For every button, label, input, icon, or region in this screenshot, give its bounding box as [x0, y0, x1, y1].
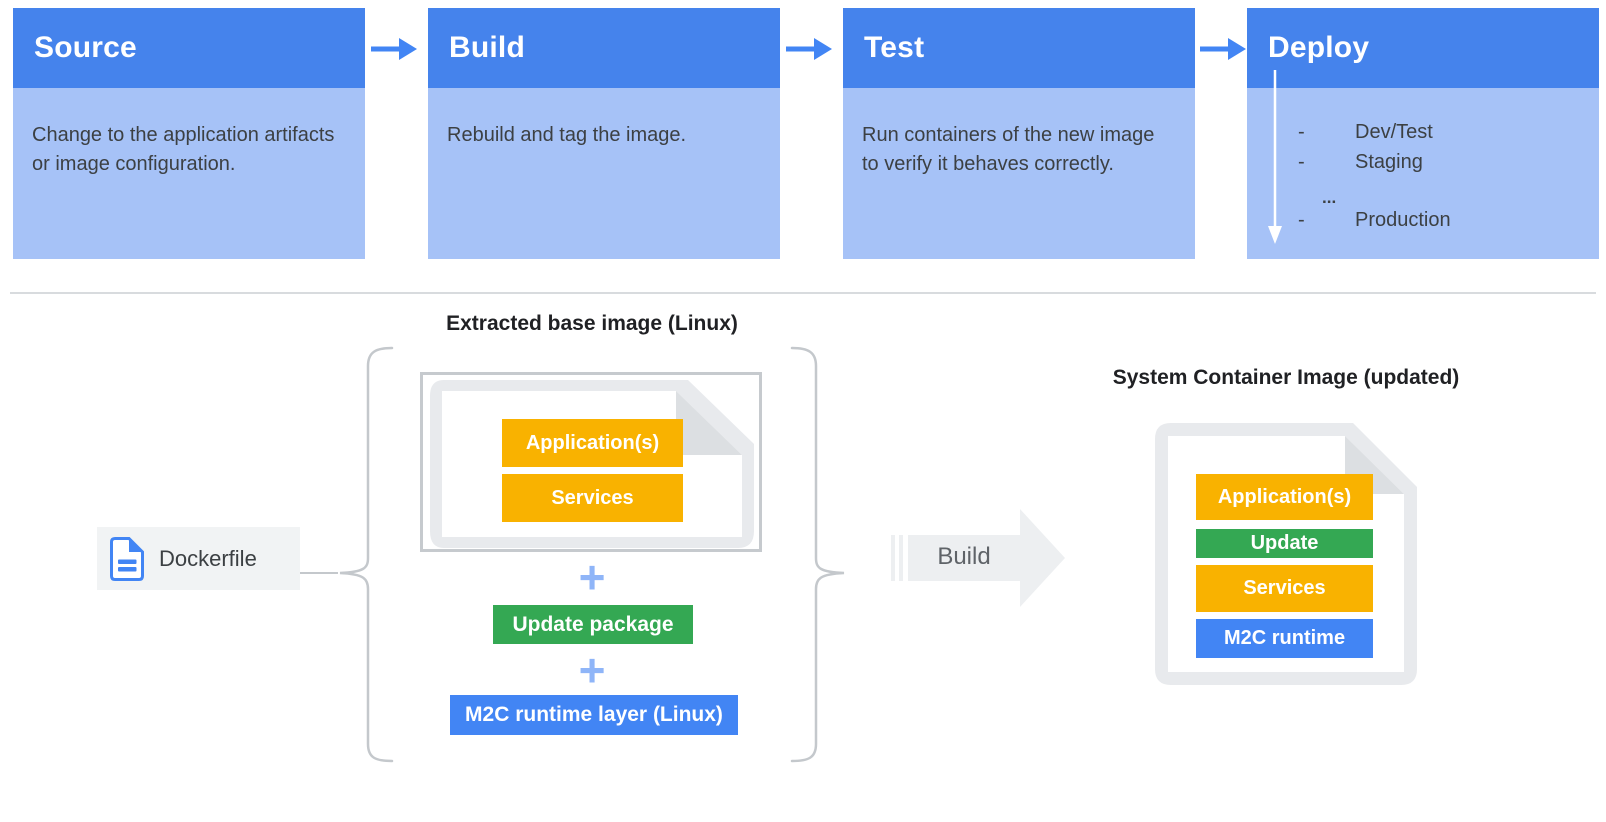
flow-arrow-icon	[371, 38, 417, 60]
stage-title: Build	[449, 31, 525, 64]
deploy-sequence-arrow-icon	[1268, 70, 1282, 244]
stage-description: Change to the application artifacts or i…	[32, 124, 335, 175]
m2c-runtime-layer: M2C runtime layer (Linux)	[450, 695, 738, 735]
dockerfile-document-icon	[110, 536, 144, 581]
stage-deploy: Deploy - Dev/Test - Staging ... - Productio…	[1247, 8, 1599, 259]
dockerfile-label: Dockerfile	[159, 545, 257, 571]
stage-title: Test	[864, 31, 925, 64]
stage-title: Source	[34, 31, 137, 64]
list-bullet: -	[1298, 151, 1305, 173]
system-layer-applications: Application(s)	[1196, 474, 1373, 520]
update-package-layer: Update package	[493, 605, 693, 644]
plus-icon: +	[578, 644, 606, 696]
deploy-env-label: ...	[1322, 188, 1337, 207]
flow-arrow-icon	[1200, 38, 1246, 60]
deploy-env-item: - Production	[1298, 209, 1451, 232]
plus-icon: +	[578, 551, 606, 603]
stage-source: Source Change to the application artifac…	[13, 8, 365, 259]
deploy-env-item: ...	[1298, 188, 1336, 208]
stage-build: Build Rebuild and tag the image.	[428, 8, 780, 259]
stage-source-header: Source	[13, 8, 365, 88]
stage-test: Test Run containers of the new image to …	[843, 8, 1195, 259]
stage-test-header: Test	[843, 8, 1195, 88]
system-image-title: System Container Image (updated)	[1112, 366, 1460, 389]
system-layer-m2c-runtime: M2C runtime	[1196, 619, 1373, 658]
stage-test-body: Run containers of the new image to verif…	[843, 88, 1195, 259]
system-layer-update: Update	[1196, 529, 1373, 558]
layer-services: Services	[502, 474, 683, 522]
section-divider	[10, 292, 1596, 294]
system-layer-services: Services	[1196, 565, 1373, 612]
connector-line	[300, 572, 338, 574]
stage-build-header: Build	[428, 8, 780, 88]
stage-description: Run containers of the new image to verif…	[862, 124, 1155, 175]
stage-deploy-header: Deploy	[1247, 8, 1599, 88]
stage-build-body: Rebuild and tag the image.	[428, 88, 780, 259]
build-arrow-label: Build	[937, 543, 991, 570]
list-bullet: -	[1298, 121, 1305, 143]
right-brace-icon	[790, 346, 845, 763]
deploy-env-label: Staging	[1355, 151, 1423, 173]
stage-description: Rebuild and tag the image.	[447, 124, 687, 146]
stage-deploy-body	[1247, 88, 1599, 259]
stage-source-body: Change to the application artifacts or i…	[13, 88, 365, 259]
flow-arrow-icon	[786, 38, 832, 60]
deploy-env-item: - Staging	[1298, 151, 1423, 174]
build-arrow-icon	[891, 509, 1065, 607]
deploy-env-label: Production	[1355, 209, 1451, 231]
left-brace-icon	[339, 346, 394, 763]
deploy-env-item: - Dev/Test	[1298, 121, 1433, 144]
deploy-env-label: Dev/Test	[1355, 121, 1433, 143]
extracted-base-image-title: Extracted base image (Linux)	[446, 312, 738, 335]
dockerfile-chip: Dockerfile	[97, 527, 300, 590]
layer-applications: Application(s)	[502, 419, 683, 467]
list-bullet: -	[1298, 209, 1305, 231]
stage-title: Deploy	[1268, 31, 1370, 64]
